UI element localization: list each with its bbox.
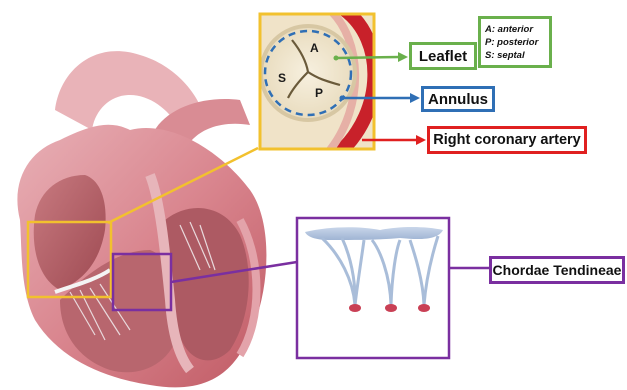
annulus-label: Annulus: [421, 86, 495, 112]
papillary-muscle-1: [349, 304, 361, 312]
legend-anterior: A: anterior: [485, 23, 533, 36]
valve-letter-anterior: A: [310, 41, 319, 55]
legend-posterior: P: posterior: [485, 36, 538, 49]
chordae-tendineae-label: Chordae Tendineae: [489, 256, 625, 284]
valve-letter-septal: S: [278, 71, 286, 85]
leaflet-label: Leaflet: [409, 42, 477, 70]
valve-inset: A S P: [260, 10, 374, 152]
papillary-muscle-2: [385, 304, 397, 312]
valve-letter-posterior: P: [315, 86, 323, 100]
chordae-inset: [297, 218, 449, 358]
leaflet-legend: A: anterior P: posterior S: septal: [478, 16, 552, 68]
papillary-muscle-3: [418, 304, 430, 312]
right-coronary-artery-label: Right coronary artery: [427, 126, 587, 154]
heart-illustration: [17, 51, 266, 387]
legend-septal: S: septal: [485, 49, 525, 62]
